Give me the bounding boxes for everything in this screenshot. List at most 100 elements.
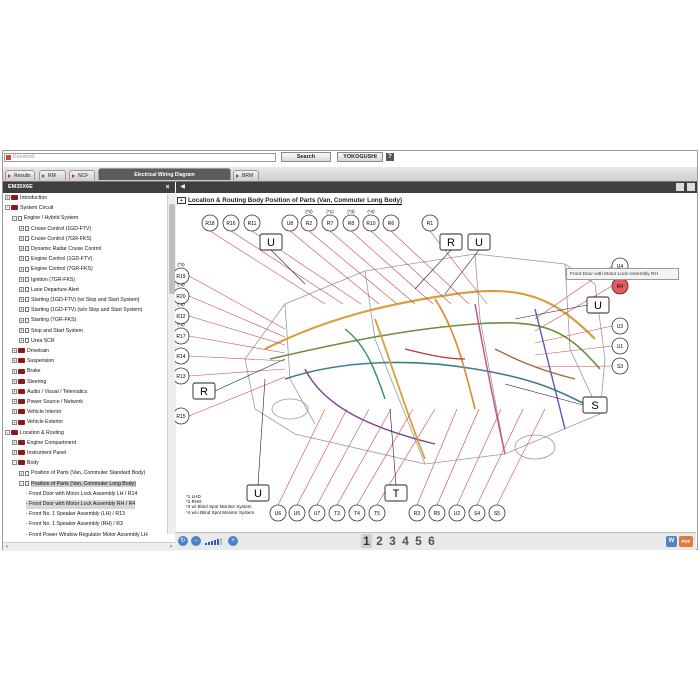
connector-circle[interactable] <box>175 407 190 425</box>
connector-label[interactable]: S4 <box>474 511 480 517</box>
tree-item[interactable]: +Steering <box>12 378 46 387</box>
connector-circle[interactable] <box>421 214 439 232</box>
connector-note[interactable]: (*3) <box>177 262 185 267</box>
expand-icon[interactable]: + <box>19 470 24 476</box>
connector-r8[interactable]: R8 (*3) <box>342 209 360 232</box>
tree-item[interactable]: - Front No. 1 Speaker Assembly (RH) / R3 <box>26 520 123 529</box>
connector-note[interactable]: (*1) <box>177 322 185 327</box>
connector-label[interactable]: U3 <box>617 324 624 330</box>
expand-icon[interactable]: + <box>19 286 24 292</box>
tree-item[interactable]: - Front Power Window Regulator Motor Ass… <box>26 531 148 540</box>
tab-ncf[interactable]: NCF <box>69 170 95 180</box>
connector-circle[interactable] <box>175 267 190 285</box>
expand-icon[interactable]: + <box>12 378 17 384</box>
connector-s4[interactable]: S4 <box>468 504 486 522</box>
print-icon[interactable] <box>676 183 684 191</box>
connector-r3[interactable]: R3 <box>408 504 426 522</box>
connector-circle[interactable] <box>308 504 326 522</box>
back-arrow-icon[interactable]: ◀ <box>180 184 185 190</box>
connector-label[interactable]: R4 <box>617 284 624 290</box>
connector-label[interactable]: R7 <box>327 221 334 227</box>
expand-icon[interactable]: + <box>12 419 17 425</box>
search-button[interactable]: Search <box>281 152 331 162</box>
zoom-in-icon[interactable]: + <box>228 536 238 546</box>
connector-label[interactable]: R1 <box>427 221 434 227</box>
expand-icon[interactable]: + <box>12 358 17 364</box>
connector-circle[interactable] <box>342 214 360 232</box>
page-2-button[interactable]: 2 <box>376 534 383 548</box>
connector-t5[interactable]: T5 <box>368 504 386 522</box>
connector-r7[interactable]: R7(*1) <box>321 209 339 232</box>
tab-results[interactable]: Results <box>5 170 35 180</box>
connector-label[interactable]: R13 <box>176 374 185 380</box>
tree-item[interactable]: +Stop and Start System <box>19 327 83 336</box>
connector-circle[interactable] <box>382 214 400 232</box>
connector-u2[interactable]: U2 <box>448 504 466 522</box>
connector-u8[interactable]: U8 <box>281 214 299 232</box>
connector-r16[interactable]: R16 <box>222 214 240 232</box>
expand-icon[interactable]: + <box>19 225 24 231</box>
collapse-icon[interactable]: - <box>12 215 17 221</box>
tree-item[interactable]: +Brake <box>12 367 41 376</box>
tree-item[interactable]: +Lane Departure Alert <box>19 286 79 295</box>
connector-circle[interactable] <box>175 287 190 305</box>
connector-label[interactable]: R2 <box>306 221 313 227</box>
expand-icon[interactable]: + <box>19 246 24 252</box>
connector-circle[interactable] <box>222 214 240 232</box>
tree-item[interactable]: +Suspension <box>12 357 54 366</box>
tree-item[interactable]: +Position of Parts (Van, Commuter Standa… <box>19 469 145 478</box>
connector-label[interactable]: R19 <box>176 274 185 280</box>
connector-note[interactable]: (*4) <box>367 209 375 214</box>
tree-item[interactable]: +Introduction <box>5 194 47 203</box>
page-1-button[interactable]: 1 <box>361 534 372 548</box>
tree-item[interactable]: +Cruise Control (1GD-FTV) <box>19 225 91 234</box>
connector-note[interactable]: (*3) <box>347 209 355 214</box>
connector-u1[interactable]: U1 <box>611 337 629 355</box>
tree-item[interactable]: -Engine / Hybrid System <box>12 214 78 223</box>
tree-item[interactable]: +Audio / Visual / Telematics <box>12 388 87 397</box>
expand-icon[interactable]: + <box>12 399 17 405</box>
connector-label[interactable]: R3 <box>414 511 421 517</box>
connector-r5[interactable]: R5 <box>428 504 446 522</box>
connector-label[interactable]: R18 <box>205 221 214 227</box>
connector-label[interactable]: R16 <box>226 221 235 227</box>
connector-label[interactable]: R14 <box>176 354 185 360</box>
connector-r14[interactable]: R14 <box>175 347 190 365</box>
connector-r17[interactable]: R17 (*1) <box>175 322 190 345</box>
connector-u3[interactable]: U3 <box>611 317 629 335</box>
connector-label[interactable]: R17 <box>176 334 185 340</box>
tree-item[interactable]: +Drivetrain <box>12 347 49 356</box>
tree-item[interactable]: -System Circuit <box>5 204 53 213</box>
connector-label[interactable]: U5 <box>294 511 301 517</box>
tree-item[interactable]: +Instrument Panel <box>12 449 66 458</box>
connector-r12[interactable]: R12(*2) <box>175 302 190 325</box>
expand-icon[interactable]: + <box>19 317 24 323</box>
tree-item[interactable]: +Ignition (7GR-FKS) <box>19 276 75 285</box>
connector-label[interactable]: U2 <box>454 511 461 517</box>
connector-r18[interactable]: R18 <box>201 214 219 232</box>
connector-label[interactable]: T5 <box>374 511 380 517</box>
collapse-icon[interactable]: - <box>12 460 17 466</box>
connector-t3[interactable]: T3 <box>328 504 346 522</box>
tree-item[interactable]: +Starting (1GD-FTV) (w/o Stop and Start … <box>19 306 142 315</box>
connector-label[interactable]: R5 <box>434 511 441 517</box>
expand-icon[interactable]: + <box>12 368 17 374</box>
connector-label[interactable]: U6 <box>275 511 282 517</box>
reset-zoom-icon[interactable]: ↻ <box>178 536 188 546</box>
tree-item[interactable]: +Starting (1GD-FTV) (w/ Stop and Start S… <box>19 296 139 305</box>
tree-item[interactable]: +Dynamic Radar Cruise Control <box>19 245 101 254</box>
tree-item[interactable]: -Body <box>12 459 39 468</box>
connector-label[interactable]: R8 <box>348 221 355 227</box>
connector-circle[interactable] <box>611 337 629 355</box>
search-input[interactable]: Keyword <box>4 153 276 162</box>
tab-electrical-wiring-diagram[interactable]: Electrical Wiring Diagram <box>98 168 231 180</box>
connector-circle[interactable] <box>269 504 287 522</box>
connector-note[interactable]: (*2) <box>177 302 185 307</box>
connector-note[interactable]: (*2) <box>305 209 313 214</box>
tab-rm[interactable]: RM <box>39 170 66 180</box>
collapse-icon[interactable]: - <box>19 480 24 486</box>
connector-circle[interactable] <box>611 317 629 335</box>
page-4-button[interactable]: 4 <box>402 534 409 548</box>
page-6-button[interactable]: 6 <box>428 534 435 548</box>
connector-circle[interactable] <box>448 504 466 522</box>
